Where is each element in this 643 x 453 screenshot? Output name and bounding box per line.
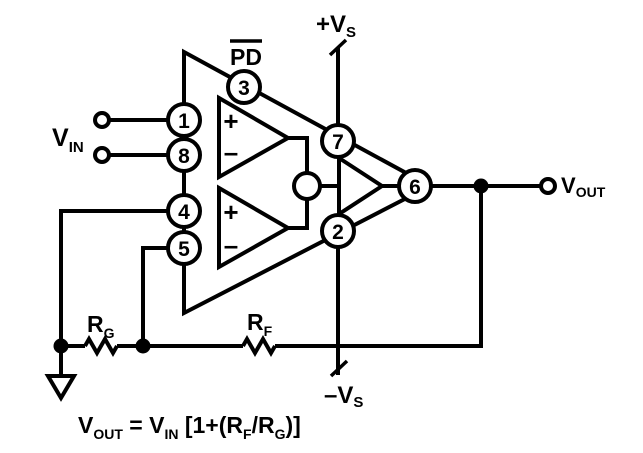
junction-dot-rg-rf <box>135 338 151 354</box>
vout-label: VOUT <box>561 173 606 200</box>
rg-label: RG <box>87 311 115 341</box>
pos-supply-label: +VS <box>316 11 356 41</box>
vin-negative-terminal <box>93 146 111 164</box>
pin-7-circle <box>320 123 356 159</box>
junction-dot-output <box>473 178 489 194</box>
rf-to-output-wire <box>275 186 483 348</box>
output-buffer-triangle <box>337 154 386 218</box>
rf-resistor <box>241 334 277 358</box>
pin4-feedback-wire <box>59 209 168 346</box>
pin-4-number: 4 <box>178 201 190 224</box>
pin-8-circle <box>166 137 202 173</box>
pin-8-number: 8 <box>178 145 190 168</box>
pin-1-circle <box>166 102 202 138</box>
pin-2-number: 2 <box>332 221 344 244</box>
pin-5-number: 5 <box>178 238 190 261</box>
pin-7-number: 7 <box>332 131 344 154</box>
power-down-label: PD <box>230 44 262 70</box>
rg-resistor <box>83 334 119 358</box>
vin-label: VIN <box>52 124 84 156</box>
pin-4-circle <box>166 193 202 229</box>
pin5-feedback-wire <box>141 246 169 346</box>
input-stage-2-triangle <box>217 184 293 271</box>
pin-6-circle <box>397 168 433 204</box>
stage2-plus-sign: + <box>223 197 238 227</box>
neg-supply-break-slash <box>329 359 349 378</box>
ground-symbol <box>44 374 78 402</box>
junction-dot-ground <box>53 338 69 354</box>
gain-formula: VOUT = VIN [1+(RF/RG)] <box>78 412 301 442</box>
input-stage-1-triangle <box>217 94 293 181</box>
vin-positive-terminal <box>93 111 111 129</box>
stage2-minus-sign: – <box>224 230 238 260</box>
pin-3-number: 3 <box>238 77 250 100</box>
summing-node-circle <box>292 171 322 201</box>
pin-6-number: 6 <box>409 176 421 199</box>
stage1-minus-sign: – <box>224 137 238 167</box>
pos-supply-break-slash <box>328 38 348 57</box>
stage1-plus-sign: + <box>223 106 238 136</box>
pin-3-circle <box>226 69 262 105</box>
vout-terminal <box>539 177 557 195</box>
pin-2-circle <box>320 213 356 249</box>
rf-label: RF <box>247 309 273 339</box>
pin-5-circle <box>166 230 202 266</box>
pin-1-number: 1 <box>178 110 190 133</box>
neg-supply-label: –VS <box>324 382 363 411</box>
